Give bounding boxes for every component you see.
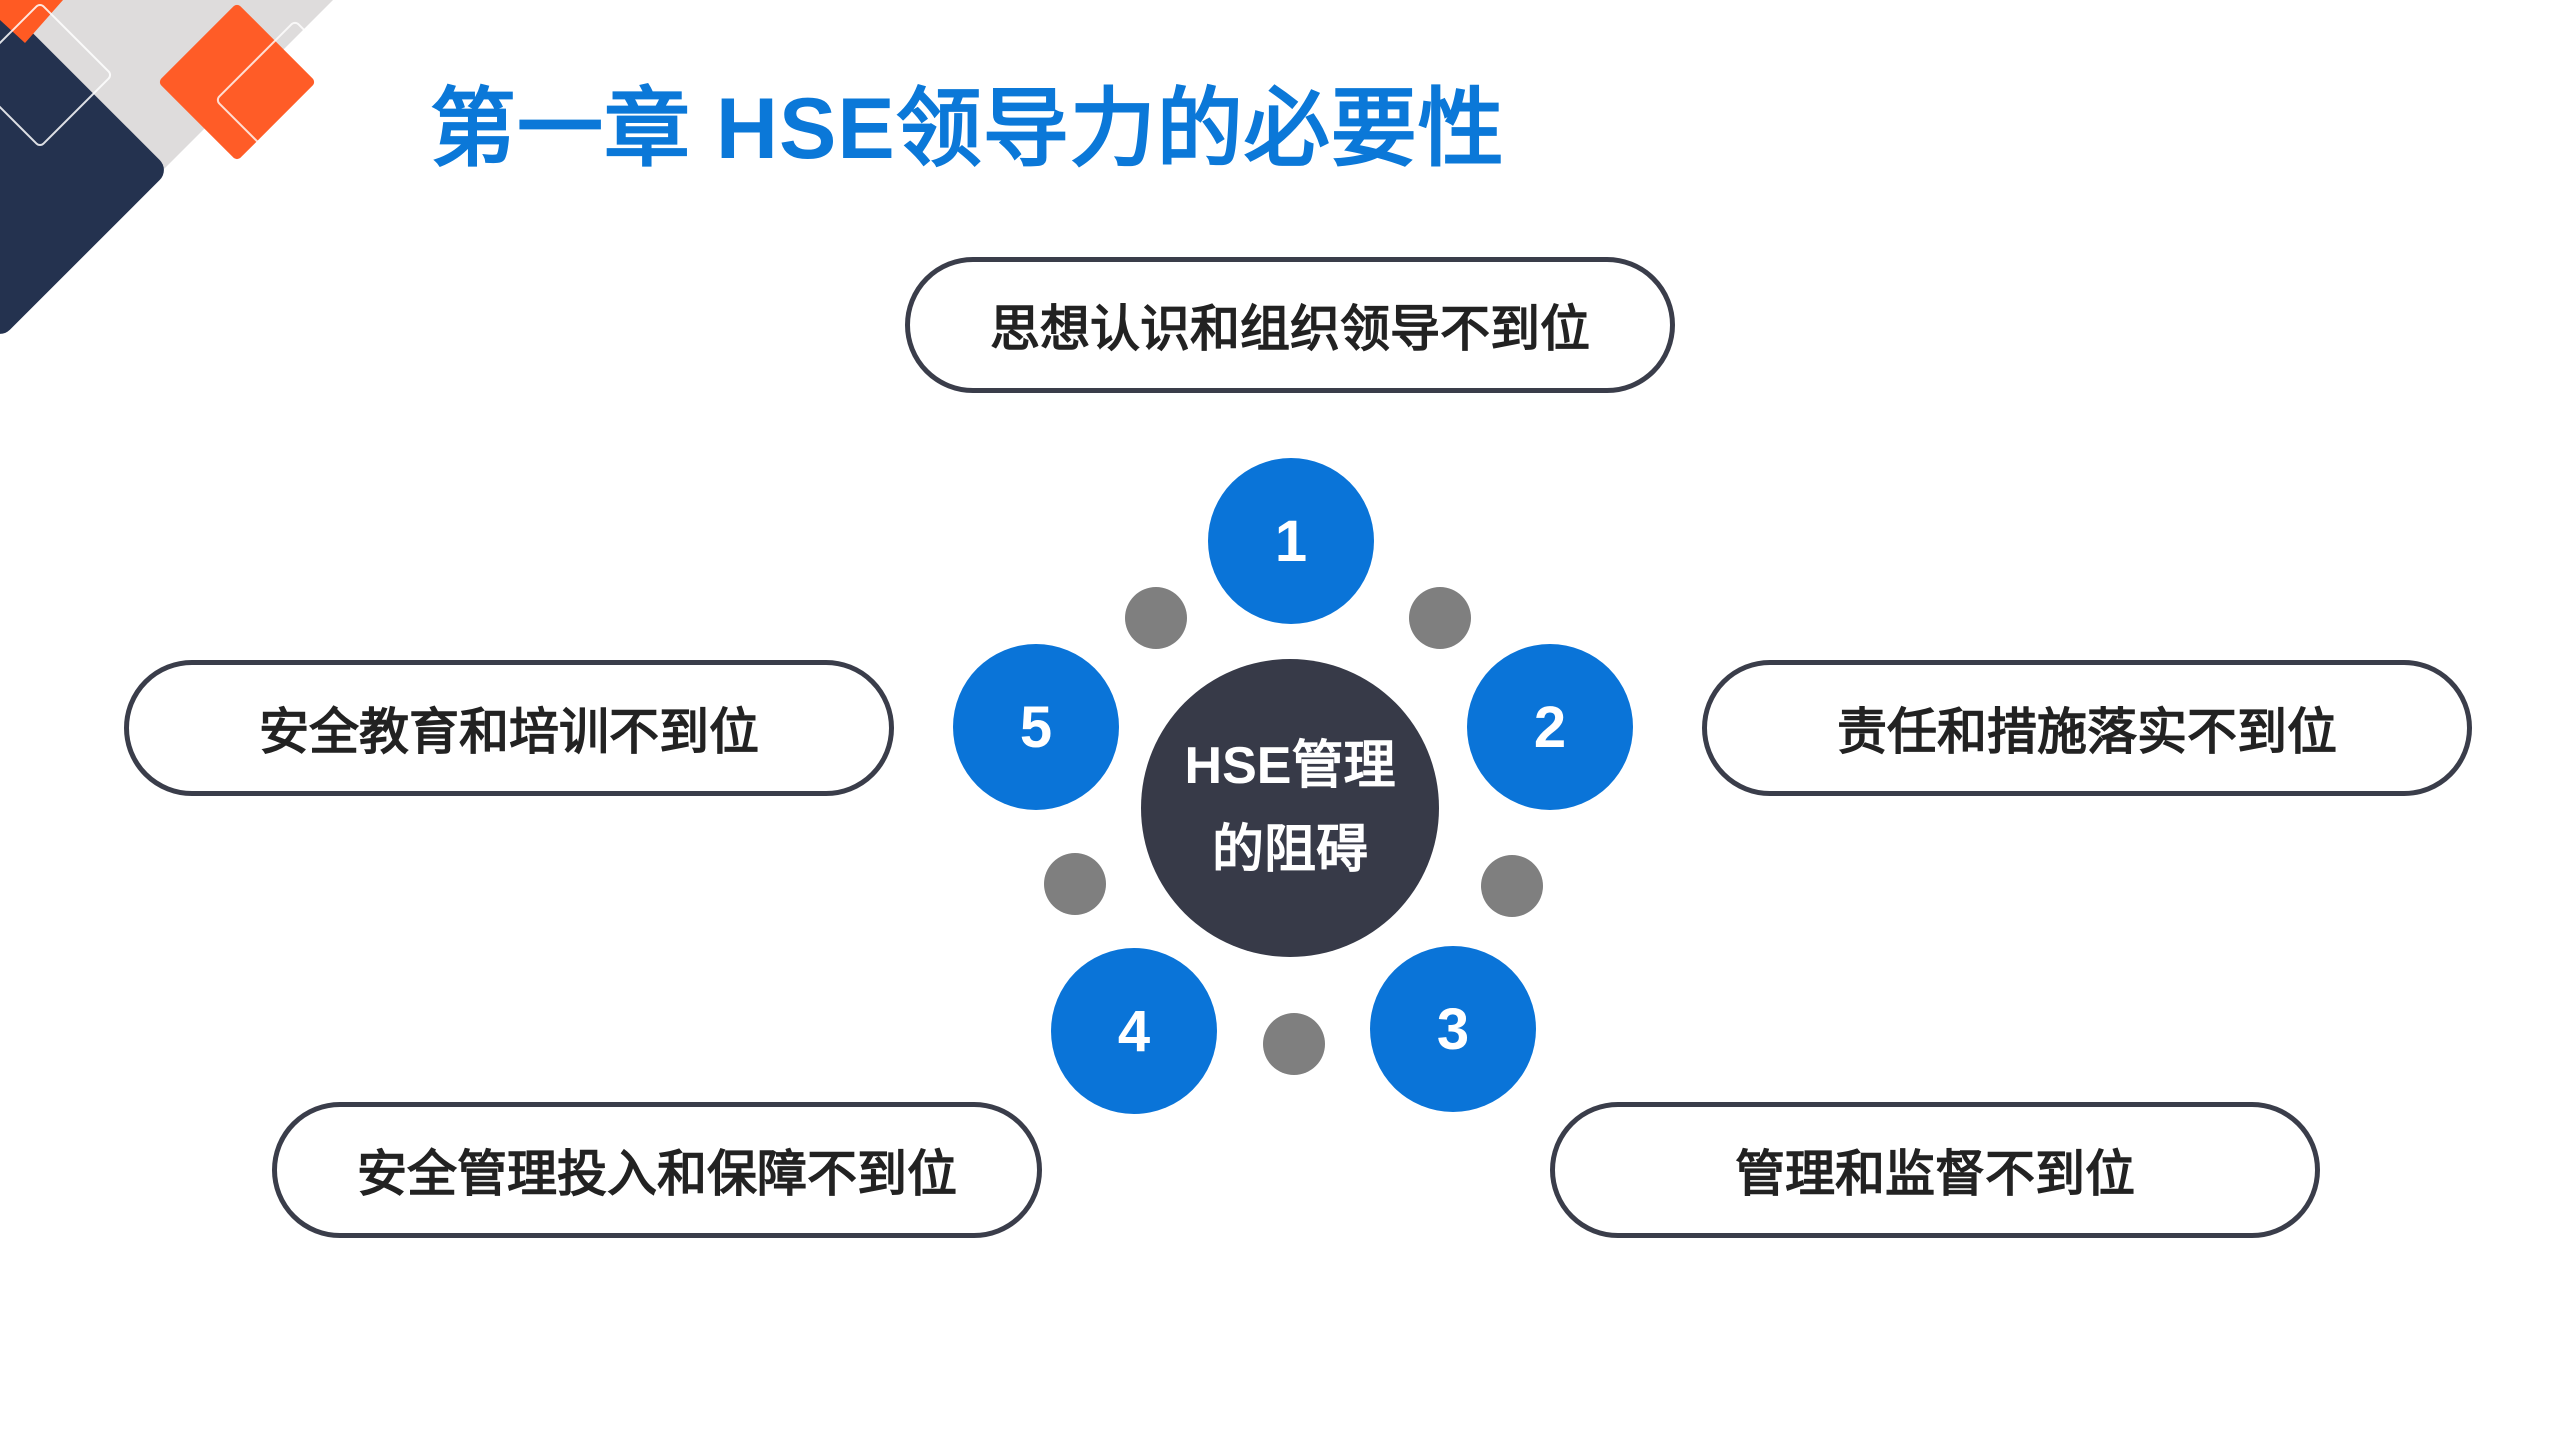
corner-decoration xyxy=(0,0,360,334)
connector-dot xyxy=(1481,855,1543,917)
item-1-pill: 思想认识和组织领导不到位 xyxy=(905,257,1675,393)
page-title: 第一章 HSE领导力的必要性 xyxy=(430,81,1505,177)
center-line-2: 的阻碍 xyxy=(1211,821,1368,879)
item-4-pill: 安全管理投入和保障不到位 xyxy=(272,1102,1042,1238)
number-circle-2: 2 xyxy=(1467,644,1633,810)
center-line-1: HSE管理 xyxy=(1184,737,1396,795)
connector-dot xyxy=(1409,587,1471,649)
number-circle-5: 5 xyxy=(953,644,1119,810)
connector-dot xyxy=(1125,587,1187,649)
item-2-pill: 责任和措施落实不到位 xyxy=(1702,660,2472,796)
item-5-pill: 安全教育和培训不到位 xyxy=(124,660,894,796)
center-circle: HSE管理 的阻碍 xyxy=(1141,659,1439,957)
item-3-pill: 管理和监督不到位 xyxy=(1550,1102,2320,1238)
number-circle-3: 3 xyxy=(1370,946,1536,1112)
connector-dot xyxy=(1263,1013,1325,1075)
connector-dot xyxy=(1044,853,1106,915)
number-circle-1: 1 xyxy=(1208,458,1374,624)
number-circle-4: 4 xyxy=(1051,948,1217,1114)
